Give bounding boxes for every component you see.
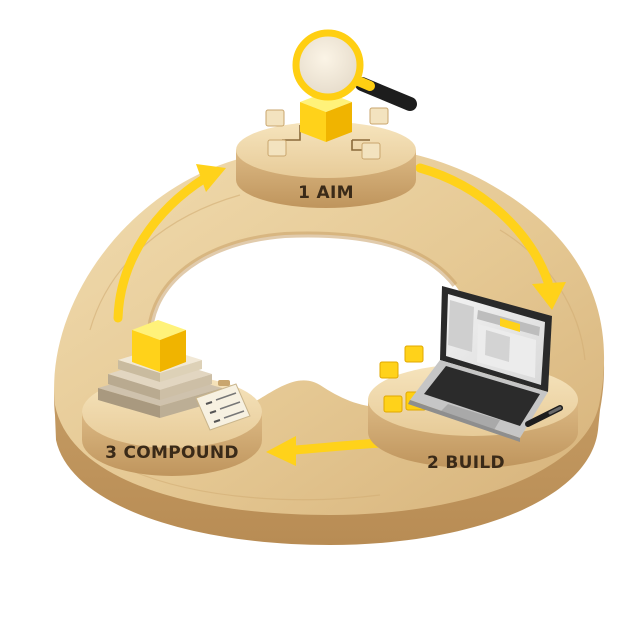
stage-build-label: 2 BUILD (427, 453, 505, 473)
arrow-compound-to-aim (113, 164, 226, 323)
stage-compound: 3 COMPOUND (82, 320, 262, 476)
arrow-build-to-compound (266, 436, 385, 466)
aim-network-blocks (265, 107, 389, 160)
cycle-arrows (113, 163, 566, 466)
pen-icon (525, 405, 563, 427)
magnifying-glass-icon (292, 29, 417, 111)
compound-yellow-cube (132, 320, 186, 372)
stage-aim-label: 1 AIM (298, 183, 354, 203)
laptop-icon (408, 286, 552, 442)
stage-aim: 1 AIM (236, 29, 417, 208)
stage-build: 2 BUILD (368, 286, 578, 473)
aim-disc (236, 122, 416, 208)
stage-compound-label: 3 COMPOUND (105, 443, 239, 463)
arrow-aim-to-build (415, 163, 566, 310)
checklist-card-icon (195, 380, 251, 431)
